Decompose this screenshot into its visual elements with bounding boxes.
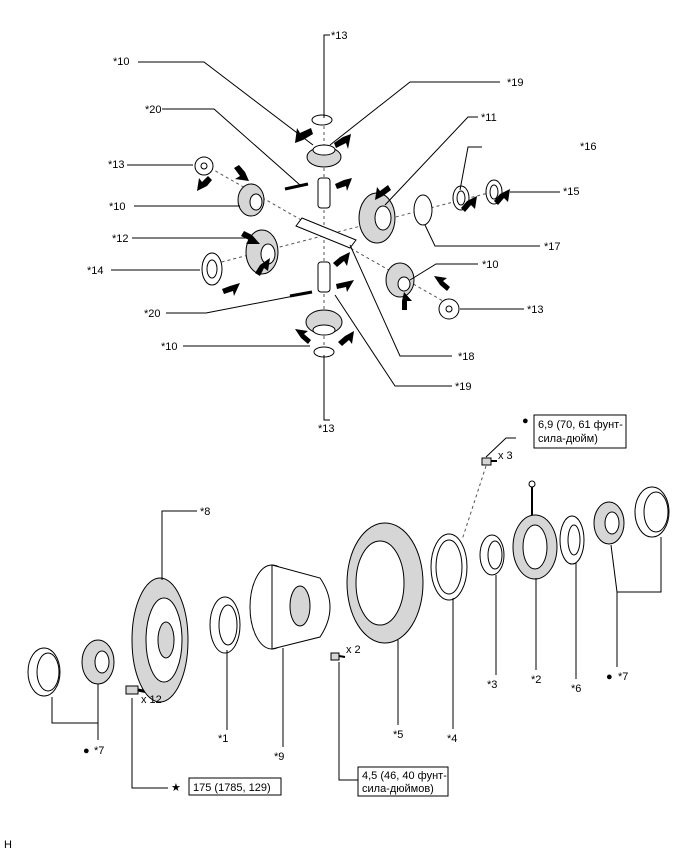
label-17: *17	[544, 241, 561, 253]
torque-top-line2: сила-дюйм)	[538, 433, 598, 445]
label-2: *2	[531, 674, 541, 686]
label-19b: *19	[455, 381, 472, 393]
label-1: *1	[218, 733, 228, 745]
label-4: *4	[447, 733, 457, 745]
label-7-right: *7	[618, 671, 628, 683]
leader-lines	[51, 34, 662, 789]
label-12: *12	[112, 233, 129, 245]
pin-lower	[289, 290, 313, 298]
short-shaft-upper	[317, 177, 331, 209]
plate-1	[209, 596, 241, 654]
label-9: *9	[274, 751, 284, 763]
label-13c: *13	[527, 304, 544, 316]
marker-dot-7-right: ●	[606, 671, 613, 683]
label-14: *14	[87, 265, 104, 277]
torque-bottom: 175 (1785, 129)	[193, 782, 271, 794]
pin-upper	[284, 182, 309, 191]
torque-spec-mid: 4,5 (46, 40 фунт- сила-дюймов)	[357, 766, 449, 797]
label-11: *11	[481, 112, 497, 124]
torque-spec-bottom: ★ 175 (1785, 129)	[171, 777, 282, 796]
pinion-gear-left	[237, 183, 265, 217]
plate-4	[430, 533, 468, 601]
pinion-gear-top	[306, 144, 342, 168]
part-labels: *10 *13 *19 *20 *11 *16 *13 *15 *10 *12 …	[83, 30, 628, 763]
qty-bolt-left: x 12	[141, 694, 162, 706]
short-shaft-lower	[317, 261, 331, 293]
marker-dot-torque-top: ●	[522, 415, 529, 427]
bearing-left	[81, 639, 115, 685]
label-3: *3	[487, 679, 497, 691]
label-6: *6	[571, 683, 581, 695]
washer-6	[559, 515, 585, 565]
label-19a: *19	[507, 77, 524, 89]
torque-spec-top: ● 6,9 (70, 61 фунт- сила-дюйм)	[522, 414, 627, 449]
sensor-ring-2	[512, 480, 558, 580]
label-15: *15	[563, 186, 580, 198]
torque-mid-line1: 4,5 (46, 40 фунт-	[362, 770, 447, 782]
side-gear-right	[358, 192, 396, 244]
label-10a: *10	[113, 56, 130, 68]
differential-case-ring	[346, 522, 424, 644]
label-20a: *20	[145, 104, 162, 116]
label-5: *5	[393, 729, 403, 741]
thrust-washer-top	[311, 114, 333, 126]
torque-top-line1: 6,9 (70, 61 фунт-	[538, 419, 623, 431]
label-13b: *13	[108, 159, 125, 171]
label-13a: *13	[331, 30, 348, 42]
label-18: *18	[458, 351, 475, 363]
label-10d: *10	[161, 341, 178, 353]
pinion-shaft-long	[295, 217, 357, 249]
side-gear-left	[245, 229, 279, 275]
bearing-outer-race-left	[27, 647, 61, 697]
bolt-guide-line	[461, 465, 487, 541]
label-20b: *20	[144, 308, 161, 320]
bearing-right	[593, 501, 625, 545]
label-8: *8	[200, 506, 210, 518]
marker-dot-7-left: ●	[83, 745, 90, 757]
label-10c: *10	[482, 259, 499, 271]
qty-bolt-mid: x 2	[346, 644, 361, 656]
assembly-arrows-upper	[197, 128, 510, 346]
qty-bolt-top: x 3	[498, 450, 513, 462]
label-10b: *10	[109, 201, 126, 213]
snap-ring	[413, 194, 433, 226]
label-13d: *13	[318, 423, 335, 435]
differential-case	[249, 564, 331, 650]
torque-mid-line2: сила-дюймов)	[362, 783, 434, 795]
small-bolt	[330, 652, 346, 661]
pinion-gear-right	[385, 262, 415, 298]
collar-3	[479, 534, 505, 576]
label-7-left: *7	[94, 745, 104, 757]
star-marker: ★	[171, 782, 181, 794]
corner-code: H	[4, 839, 12, 851]
bearing-outer-race-right	[634, 486, 670, 538]
ring-gear	[131, 577, 189, 703]
fastener-quantities: x 3 x 2 x 12	[141, 450, 513, 706]
plate-bolt	[481, 457, 497, 466]
pinion-gear-bottom	[305, 309, 343, 336]
label-16: *16	[580, 141, 597, 153]
